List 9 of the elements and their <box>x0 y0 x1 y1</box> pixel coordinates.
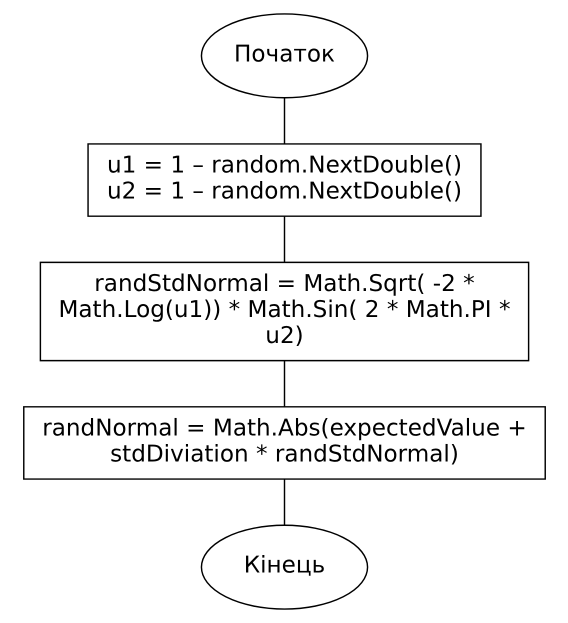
connector <box>283 480 285 526</box>
node-ellipse: Початок <box>200 13 368 98</box>
node-box: randNormal = Math.Abs(expectedValue + stdDiviation * randStdNormal) <box>22 406 546 480</box>
node-box: randStdNormal = Math.Sqrt( -2 * Math.Log(u1)) * Math.Sin( 2 * Math.PI * u2) <box>39 262 529 362</box>
connector <box>283 98 285 144</box>
node-box: u1 = 1 – random.NextDouble() u2 = 1 – random.NextDouble() <box>86 143 482 217</box>
connector <box>283 360 285 406</box>
connector <box>283 216 285 262</box>
node-ellipse: Кінець <box>200 524 368 610</box>
